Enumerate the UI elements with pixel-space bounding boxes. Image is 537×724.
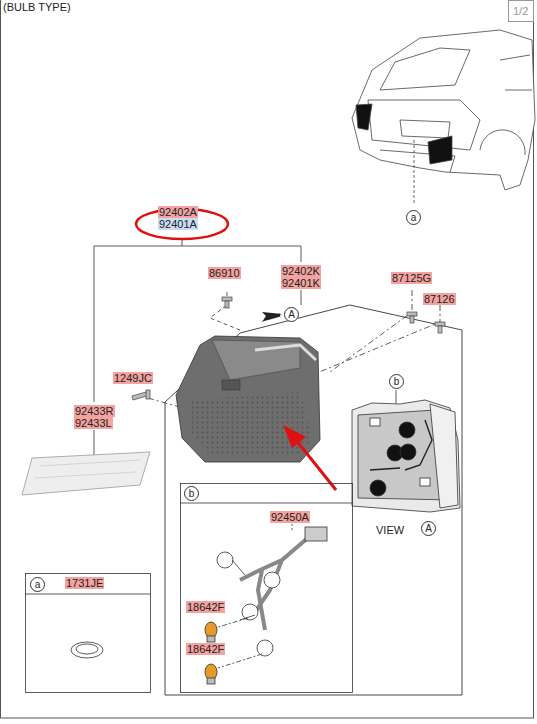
- part-number: 87126: [423, 293, 456, 305]
- assembly-outline: [165, 305, 462, 695]
- callout-letter: A: [284, 307, 299, 322]
- socket-harness: [180, 484, 353, 693]
- callout-letter: A: [421, 521, 436, 536]
- part-number: 87125G: [391, 272, 432, 284]
- callout-letter: b: [389, 374, 404, 389]
- part-number: 92401K: [281, 277, 321, 289]
- view-label: VIEW: [376, 524, 404, 536]
- rear-view: [352, 400, 460, 512]
- grommet: [25, 574, 151, 693]
- part-number: 92401A: [158, 218, 198, 230]
- view-arrow: [262, 312, 282, 322]
- part-number: 18642F: [186, 601, 225, 613]
- page-number: 1/2: [513, 5, 528, 17]
- part-number: 18642F: [186, 643, 225, 655]
- lens-strip: [22, 452, 150, 495]
- part-number: 92433R: [74, 405, 115, 417]
- diagram-note: (BULB TYPE): [3, 1, 71, 13]
- part-number: 1249JC: [113, 372, 153, 384]
- part-number: 92402A: [158, 206, 198, 218]
- part-number: 86910: [208, 267, 241, 279]
- page-number-box: 1/2: [508, 0, 534, 22]
- red-arrow: [283, 425, 336, 490]
- detail-box: a 1731JE: [25, 573, 151, 693]
- part-number: 1731JE: [65, 577, 104, 589]
- part-number: 92433L: [74, 417, 113, 429]
- callout-letter: a: [30, 577, 45, 592]
- part-number: 92450A: [270, 511, 310, 523]
- callout-letter: a: [406, 210, 421, 225]
- callout-letter: b: [184, 486, 199, 501]
- part-number: 92402K: [281, 265, 321, 277]
- car-illustration: [352, 30, 535, 205]
- detail-box: b 92450A 18642F 18642F: [180, 483, 353, 693]
